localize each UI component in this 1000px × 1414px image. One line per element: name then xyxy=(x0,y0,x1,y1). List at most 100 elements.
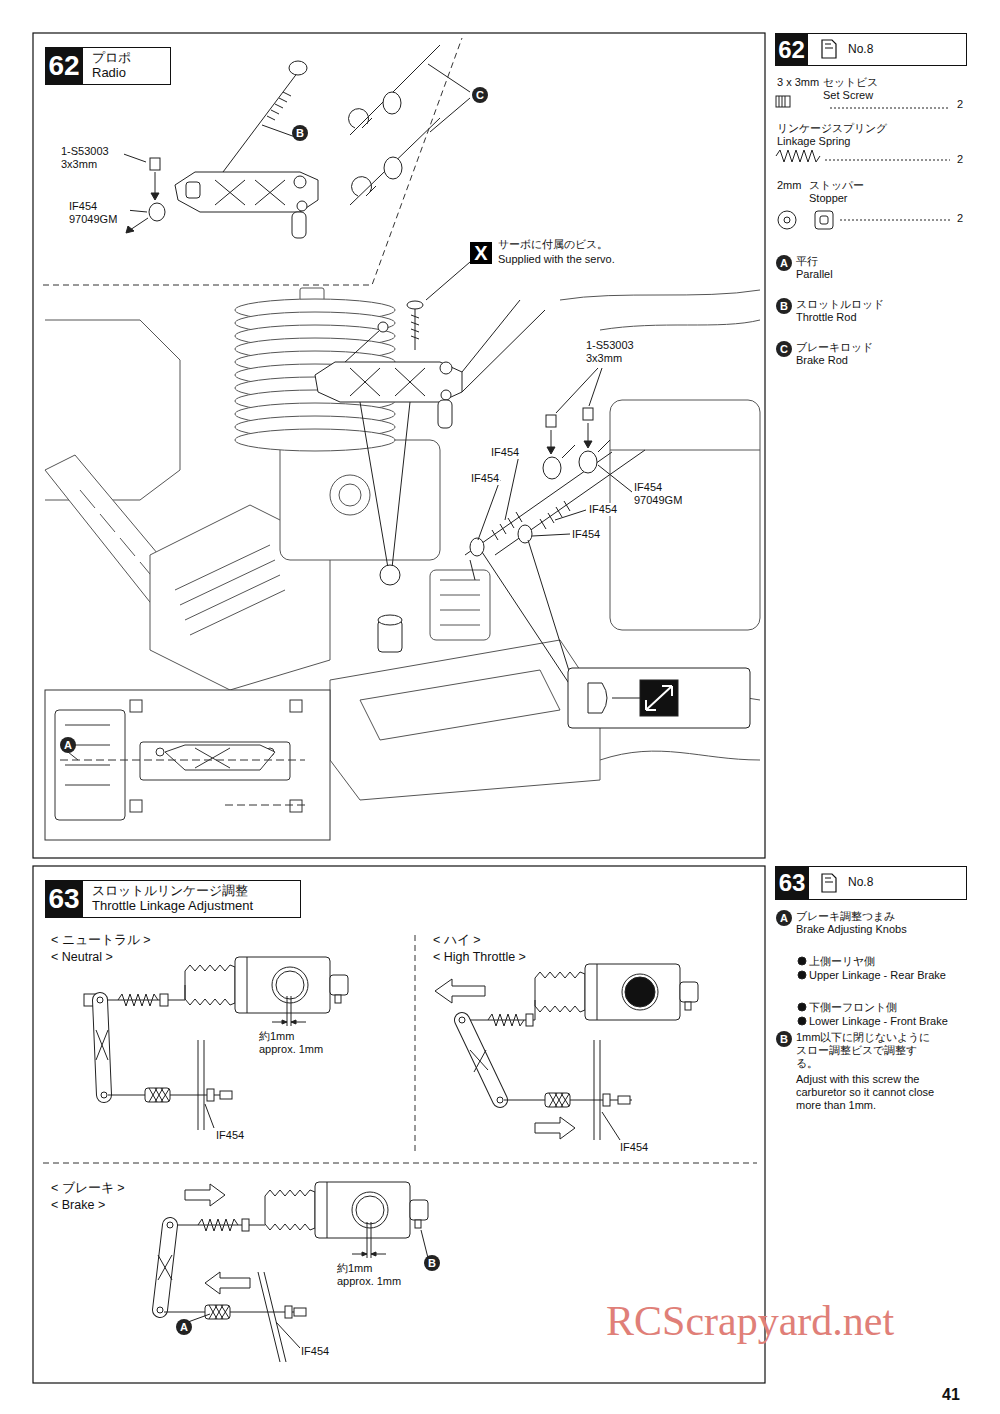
brake-linkage xyxy=(158,1255,172,1280)
servo-linkage xyxy=(470,538,484,556)
high-throttle-linkage xyxy=(488,1014,524,1026)
parallel-inset xyxy=(140,742,290,780)
callout-text: IF454 xyxy=(619,1141,649,1154)
servo-linkage xyxy=(440,362,452,374)
parts-icons xyxy=(825,160,950,161)
parts-icons xyxy=(840,220,950,221)
servo-horn-inset xyxy=(350,118,440,205)
servo-linkage xyxy=(555,510,586,520)
servo-horn-inset xyxy=(267,92,291,120)
chassis-drawing xyxy=(235,429,395,451)
stopper-callout xyxy=(528,540,575,690)
neutral-linkage xyxy=(185,985,186,1000)
high-throttle-linkage xyxy=(625,977,655,1007)
servo-horn-inset xyxy=(350,45,440,135)
servo-linkage xyxy=(505,455,519,520)
callout-text: 3 x 3mm xyxy=(776,76,820,89)
callout-text: IF454 xyxy=(571,528,601,541)
high-throttle-linkage xyxy=(600,1040,601,1140)
parts-icons xyxy=(779,96,785,107)
neutral-linkage xyxy=(118,994,158,1006)
callout-text: 1-S53003 3x3mm xyxy=(60,145,124,171)
brake-linkage xyxy=(367,1222,368,1258)
high-throttle-linkage xyxy=(459,1017,465,1023)
neutral-linkage xyxy=(276,971,304,999)
parts-icons xyxy=(815,211,833,229)
callout-text: IF454 xyxy=(215,1129,245,1142)
servo-linkage xyxy=(598,440,610,452)
parts-icons xyxy=(798,971,806,979)
neutral-linkage xyxy=(272,967,308,1003)
callout-letter: A xyxy=(776,255,792,271)
neutral-linkage xyxy=(96,1030,108,1060)
brake-linkage xyxy=(157,1307,163,1313)
parts-header: 63No.8 xyxy=(775,866,967,900)
servo-linkage xyxy=(407,301,423,309)
parts-icons xyxy=(820,216,828,224)
callout-letter: A xyxy=(176,1319,192,1335)
servo-horn-inset xyxy=(151,193,159,200)
stopper-callout xyxy=(568,668,750,728)
callout-text: Lower Linkage - Front Brake xyxy=(808,1015,949,1028)
callout-letter: B xyxy=(292,125,308,141)
high-throttle-linkage xyxy=(594,1040,595,1140)
servo-horn-inset xyxy=(126,226,134,233)
servo-linkage xyxy=(415,308,416,350)
parallel-inset xyxy=(45,690,330,840)
parallel-inset xyxy=(60,760,305,761)
brake-linkage xyxy=(242,1219,249,1231)
stopper-callout xyxy=(482,540,750,728)
brake-linkage xyxy=(205,1305,230,1319)
stopper-callout xyxy=(640,680,678,716)
parts-icons xyxy=(798,957,806,965)
parallel-inset xyxy=(290,800,302,812)
servo-linkage xyxy=(462,310,545,392)
chassis-drawing xyxy=(330,640,600,800)
brake-linkage xyxy=(198,1219,238,1231)
callout-text: 約1mm approx. 1mm xyxy=(258,1030,330,1056)
servo-horn-inset xyxy=(215,180,285,205)
neutral-linkage xyxy=(145,1088,170,1102)
chassis-drawing xyxy=(360,670,560,740)
servo-linkage xyxy=(478,480,500,540)
parts-icons xyxy=(778,211,796,229)
servo-horn-inset xyxy=(149,203,165,221)
callout-text: 1-S53003 3x3mm xyxy=(585,339,649,365)
brake-linkage xyxy=(264,1272,286,1362)
brake-linkage xyxy=(185,1184,225,1206)
callout-text: ブレーキロッド Brake Rod xyxy=(795,341,882,367)
callout-text: 下側ーフロント側 xyxy=(808,1001,898,1014)
step-number: 62 xyxy=(775,33,808,66)
callout-text: 2 xyxy=(956,98,964,111)
brake-linkage xyxy=(276,1322,300,1348)
servo-horn-inset xyxy=(383,92,401,114)
chassis-drawing xyxy=(440,580,480,625)
callout-text: IF454 97049GM xyxy=(68,200,130,226)
parallel-inset xyxy=(225,805,305,806)
parallel-inset xyxy=(45,690,330,840)
servo-horn-inset xyxy=(362,118,372,128)
callout-letter: B xyxy=(424,1255,440,1271)
callout-text: セットビス Set Screw xyxy=(822,76,886,102)
servo-horn-inset xyxy=(150,158,160,170)
servo-linkage xyxy=(579,451,597,473)
dashed-divider xyxy=(415,935,416,1155)
servo-horn-inset xyxy=(292,212,306,238)
step-number: 63 xyxy=(45,880,83,918)
servo-linkage xyxy=(556,368,598,413)
step-title: No.8 xyxy=(848,876,873,890)
servo-horn-inset xyxy=(130,218,148,230)
brake-linkage xyxy=(205,1272,250,1294)
callout-text: IF454 xyxy=(470,472,500,485)
parts-icons xyxy=(776,150,820,162)
callout-text: Adjust with this screw the carburetor so… xyxy=(795,1073,947,1113)
parts-icons xyxy=(822,40,836,58)
parts-icons xyxy=(798,1003,806,1011)
brake-linkage xyxy=(170,1225,265,1226)
servo-linkage xyxy=(411,315,419,339)
servo-horn-inset xyxy=(349,109,372,196)
servo-linkage xyxy=(543,457,561,479)
neutral-linkage xyxy=(97,997,103,1003)
high-throttle-linkage xyxy=(435,979,485,1003)
